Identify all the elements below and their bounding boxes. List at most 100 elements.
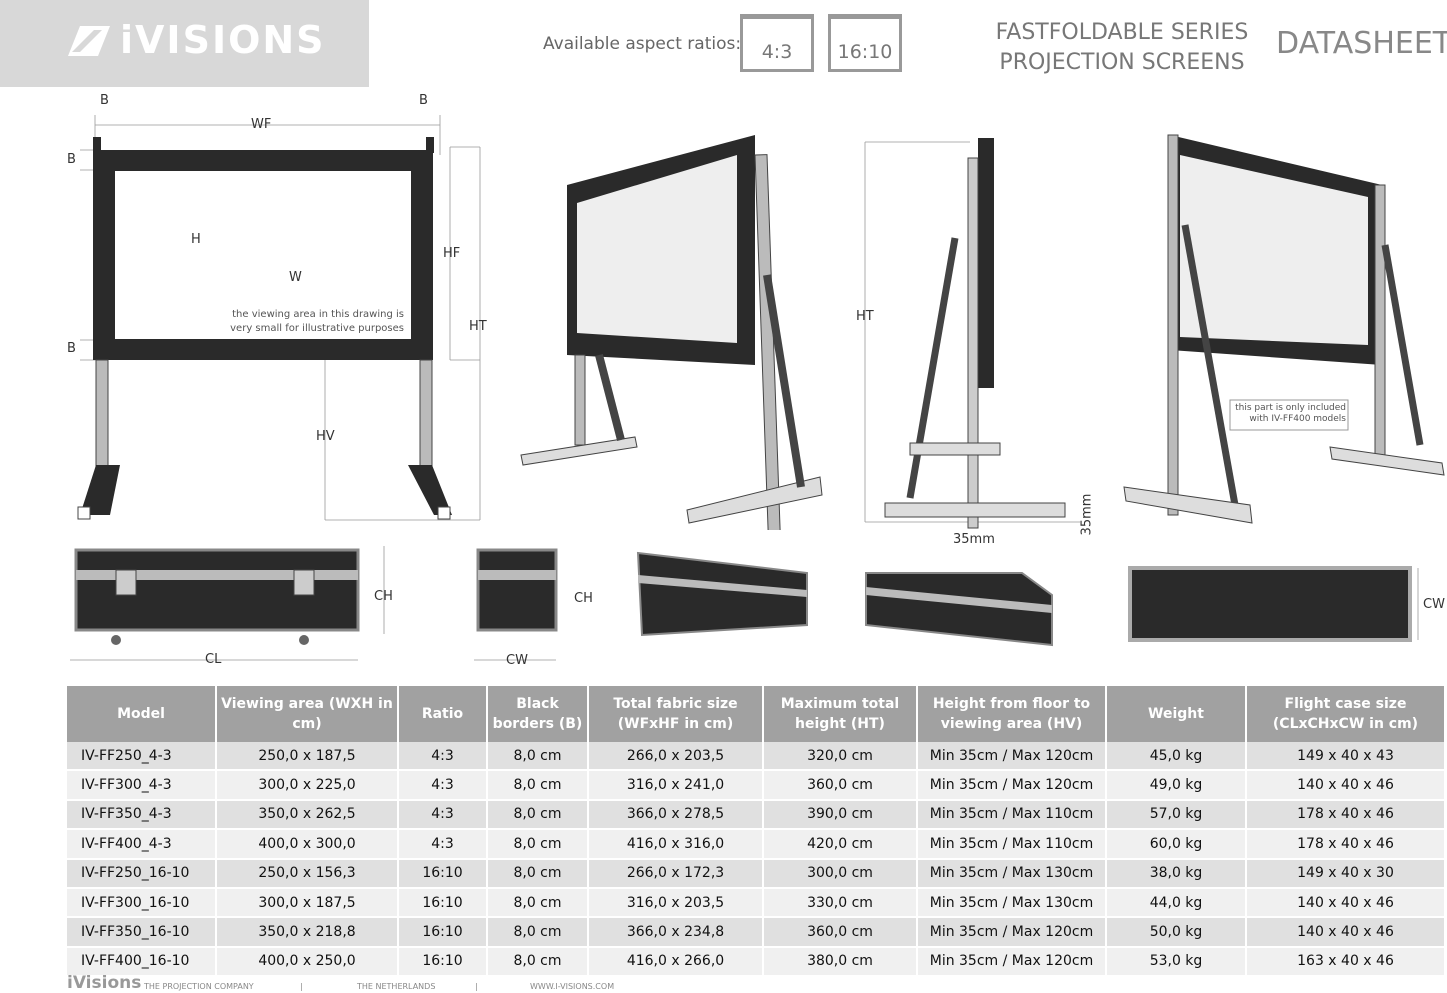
table-cell: 16:10	[398, 858, 488, 889]
table-cell: 4:3	[398, 829, 488, 860]
dim-hv: HV	[316, 429, 335, 444]
dim-b-top: B	[67, 152, 76, 167]
col-header-height-floor: Height from floor to viewing area (HV)	[917, 686, 1107, 742]
rear-view-note: this part is only included with IV-FF400…	[1232, 403, 1346, 425]
table-cell: 140 x 40 x 46	[1246, 770, 1446, 801]
table-cell: IV-FF400_16-10	[67, 946, 217, 978]
table-cell: 8,0 cm	[487, 887, 589, 919]
side-view-drawing	[864, 138, 1080, 529]
series-title-line1: FASTFOLDABLE SERIES	[995, 20, 1249, 45]
table-cell: 38,0 kg	[1106, 858, 1247, 889]
table-cell: 380,0 cm	[763, 946, 918, 978]
front-view-note: the viewing area in this drawing is very…	[230, 308, 404, 336]
case-dim-cw-2: CW	[1423, 597, 1445, 612]
table-cell: 53,0 kg	[1106, 946, 1247, 978]
table-cell: 149 x 40 x 30	[1246, 858, 1446, 889]
table-cell: Min 35cm / Max 120cm	[917, 742, 1107, 772]
table-cell: 360,0 cm	[763, 770, 918, 801]
table-cell: 4:3	[398, 742, 488, 772]
table-cell: 8,0 cm	[487, 829, 589, 860]
table-cell: Min 35cm / Max 130cm	[917, 887, 1107, 919]
flight-case-rear-drawing	[865, 572, 1053, 647]
table-cell: 149 x 40 x 43	[1246, 742, 1446, 772]
table-cell: 316,0 x 241,0	[588, 770, 764, 801]
dim-hf: HF	[443, 246, 461, 261]
logo-area	[0, 0, 369, 87]
table-cell: 416,0 x 316,0	[588, 829, 764, 860]
ratio-4-3-badge: 4:3	[740, 14, 814, 72]
case-dim-ch-2: CH	[574, 591, 593, 606]
table-cell: 360,0 cm	[763, 917, 918, 948]
table-cell: 366,0 x 278,5	[588, 799, 764, 831]
aspect-ratios-label: Available aspect ratios:	[543, 34, 742, 54]
flight-case-top-drawing	[1128, 566, 1419, 642]
logo-mark-icon	[68, 26, 110, 56]
col-header-fabric-size: Total fabric size (WFxHF in cm)	[588, 686, 764, 742]
table-cell: 250,0 x 156,3	[216, 858, 399, 889]
table-cell: 8,0 cm	[487, 770, 589, 801]
table-cell: 16:10	[398, 917, 488, 948]
table-cell: 16:10	[398, 946, 488, 978]
table-cell: IV-FF300_16-10	[67, 887, 217, 919]
table-cell: 8,0 cm	[487, 742, 589, 772]
table-cell: 178 x 40 x 46	[1246, 799, 1446, 831]
col-header-max-height: Maximum total height (HT)	[763, 686, 918, 742]
dim-b-left: B	[100, 93, 109, 108]
table-cell: Min 35cm / Max 120cm	[917, 917, 1107, 948]
table-cell: 366,0 x 234,8	[588, 917, 764, 948]
spec-table: Model Viewing area (WXH in cm) Ratio Bla…	[67, 686, 1446, 978]
table-cell: 178 x 40 x 46	[1246, 829, 1446, 860]
series-title: FASTFOLDABLE SERIES PROJECTION SCREENS	[990, 18, 1254, 78]
table-cell: 8,0 cm	[487, 799, 589, 831]
footer-separator-1: |	[300, 982, 303, 991]
flight-case-front-drawing	[70, 546, 385, 661]
rear-view-note-line2: with IV-FF400 models	[1249, 414, 1346, 424]
table-cell: 316,0 x 203,5	[588, 887, 764, 919]
dim-b-right: B	[419, 93, 428, 108]
footer-country: THE NETHERLANDS	[357, 982, 436, 991]
footer-tagline: THE PROJECTION COMPANY	[144, 982, 254, 991]
table-cell: 400,0 x 250,0	[216, 946, 399, 978]
table-cell: 300,0 x 187,5	[216, 887, 399, 919]
front-view-note-line1: the viewing area in this drawing is	[232, 309, 404, 320]
col-header-flight-case: Flight case size (CLxCHxCW in cm)	[1246, 686, 1446, 742]
table-cell: 45,0 kg	[1106, 742, 1247, 772]
table-cell: 8,0 cm	[487, 946, 589, 978]
case-dim-cw-1: CW	[506, 653, 528, 668]
table-cell: IV-FF400_4-3	[67, 829, 217, 860]
footer-brand: iVisions	[67, 973, 142, 993]
table-cell: 420,0 cm	[763, 829, 918, 860]
table-cell: 250,0 x 187,5	[216, 742, 399, 772]
col-header-model: Model	[67, 686, 217, 742]
table-cell: 266,0 x 203,5	[588, 742, 764, 772]
table-cell: Min 35cm / Max 110cm	[917, 829, 1107, 860]
table-cell: IV-FF350_4-3	[67, 799, 217, 831]
table-cell: Min 35cm / Max 110cm	[917, 799, 1107, 831]
table-cell: 44,0 kg	[1106, 887, 1247, 919]
side-dim-foot: 35mm	[953, 532, 995, 547]
table-cell: 320,0 cm	[763, 742, 918, 772]
table-cell: 60,0 kg	[1106, 829, 1247, 860]
table-cell: 49,0 kg	[1106, 770, 1247, 801]
flight-case-side-drawing	[474, 548, 558, 661]
rear-view-note-line1: this part is only included	[1235, 403, 1346, 413]
table-cell: IV-FF300_4-3	[67, 770, 217, 801]
col-header-weight: Weight	[1106, 686, 1247, 742]
front-view-note-line2: very small for illustrative purposes	[230, 323, 404, 334]
table-cell: 300,0 cm	[763, 858, 918, 889]
table-cell: 50,0 kg	[1106, 917, 1247, 948]
logo-text: iVISIONS	[120, 18, 326, 62]
flight-case-perspective-drawing	[636, 551, 808, 637]
col-header-viewing-area: Viewing area (WXH in cm)	[216, 686, 399, 742]
table-cell: 350,0 x 218,8	[216, 917, 399, 948]
dim-h: H	[191, 232, 201, 247]
table-cell: 16:10	[398, 887, 488, 919]
table-cell: 390,0 cm	[763, 799, 918, 831]
case-dim-cl: CL	[205, 652, 222, 667]
table-cell: 400,0 x 300,0	[216, 829, 399, 860]
table-cell: 8,0 cm	[487, 917, 589, 948]
